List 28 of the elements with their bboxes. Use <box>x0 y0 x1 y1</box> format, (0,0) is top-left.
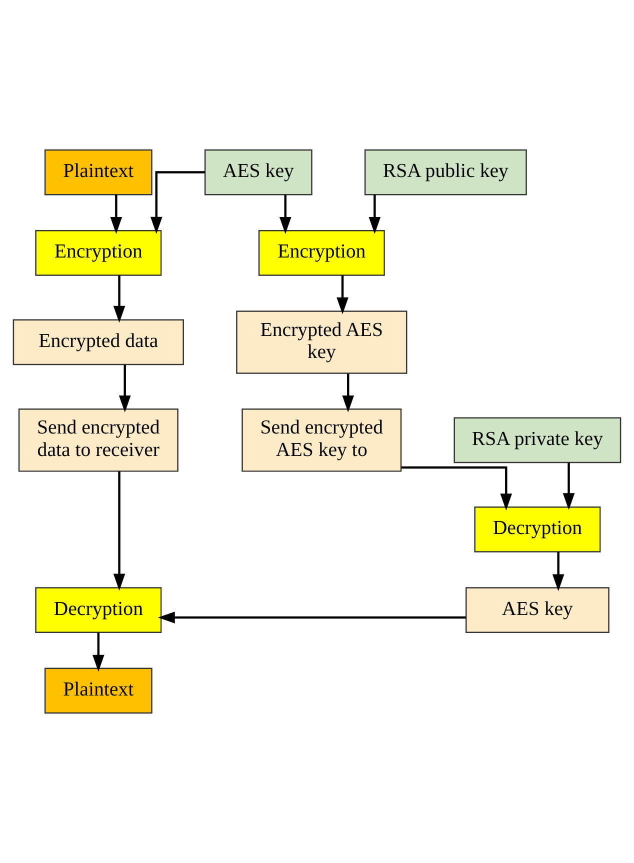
arrow <box>552 552 564 592</box>
node-box: Encrypted AES key <box>236 310 408 374</box>
arrow <box>150 171 205 234</box>
node-box: Encryption <box>258 230 385 276</box>
arrow <box>118 364 131 412</box>
node-box: Plaintext <box>44 149 152 196</box>
arrow <box>92 632 104 672</box>
arrow <box>113 471 126 591</box>
arrow <box>113 275 126 323</box>
node-box: AES key <box>466 587 610 634</box>
node-box: Decryption <box>474 506 601 552</box>
node-box: Encryption <box>35 230 162 276</box>
node-box: Decryption <box>35 587 162 634</box>
node-box: Send encrypted AES key to <box>242 408 402 472</box>
node-box: Encrypted data <box>12 319 184 366</box>
arrow <box>368 194 381 234</box>
node-box: Send encrypted data to receiver <box>18 408 178 472</box>
arrow <box>342 374 354 412</box>
arrow <box>402 466 512 510</box>
arrow <box>279 194 292 234</box>
arrow <box>336 275 348 314</box>
arrow <box>562 462 575 510</box>
arrow <box>158 612 466 624</box>
node-box: Plaintext <box>44 668 152 714</box>
node-box: RSA private key <box>454 417 622 464</box>
arrow <box>110 194 122 234</box>
node-box: RSA public key <box>364 149 527 196</box>
node-box: AES key <box>204 149 312 196</box>
